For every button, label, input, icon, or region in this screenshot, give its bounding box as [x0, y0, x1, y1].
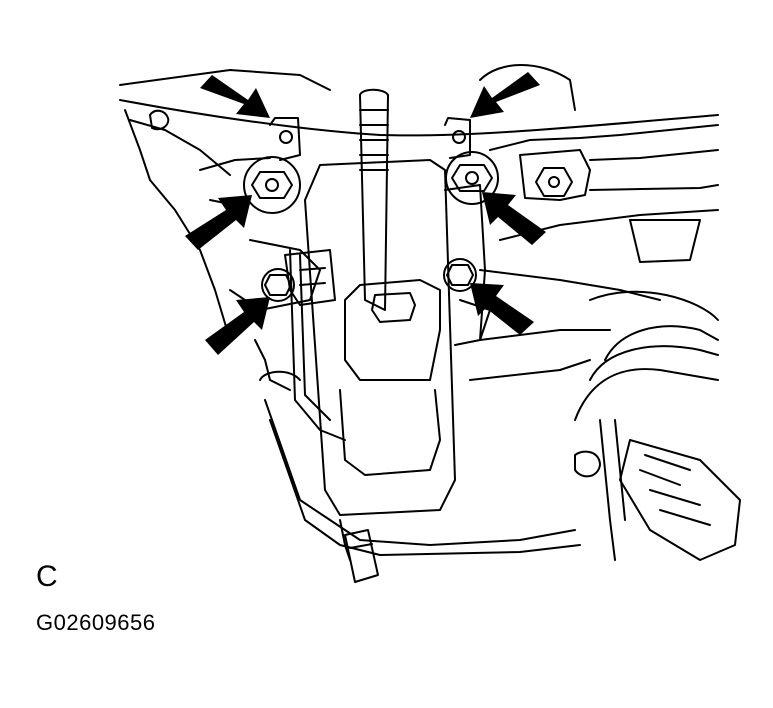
bolt-lower-left — [261, 268, 295, 302]
wire-harness — [574, 325, 741, 561]
mounting-tab-left — [269, 117, 301, 161]
side-bracket-left — [284, 249, 336, 306]
bolt-lower-right — [443, 258, 477, 292]
view-label: C — [36, 560, 58, 593]
bracket-body — [229, 239, 581, 556]
bolt-upper-right — [445, 151, 499, 205]
housing-outline — [119, 64, 719, 381]
shift-lever — [359, 88, 389, 311]
shift-gate — [304, 159, 456, 516]
arrow-icon — [470, 72, 540, 118]
arrow-icon — [200, 75, 270, 118]
arrow-icon — [185, 195, 252, 250]
arrow-icon — [205, 297, 270, 355]
arrow-icon — [470, 283, 534, 335]
arrow-icon — [482, 192, 546, 245]
bolt-far-right — [535, 167, 573, 197]
connector-bottom — [339, 519, 379, 583]
bolt-upper-left — [243, 156, 301, 214]
mounting-tab-right — [444, 117, 471, 159]
figure-id: G02609656 — [36, 610, 156, 635]
